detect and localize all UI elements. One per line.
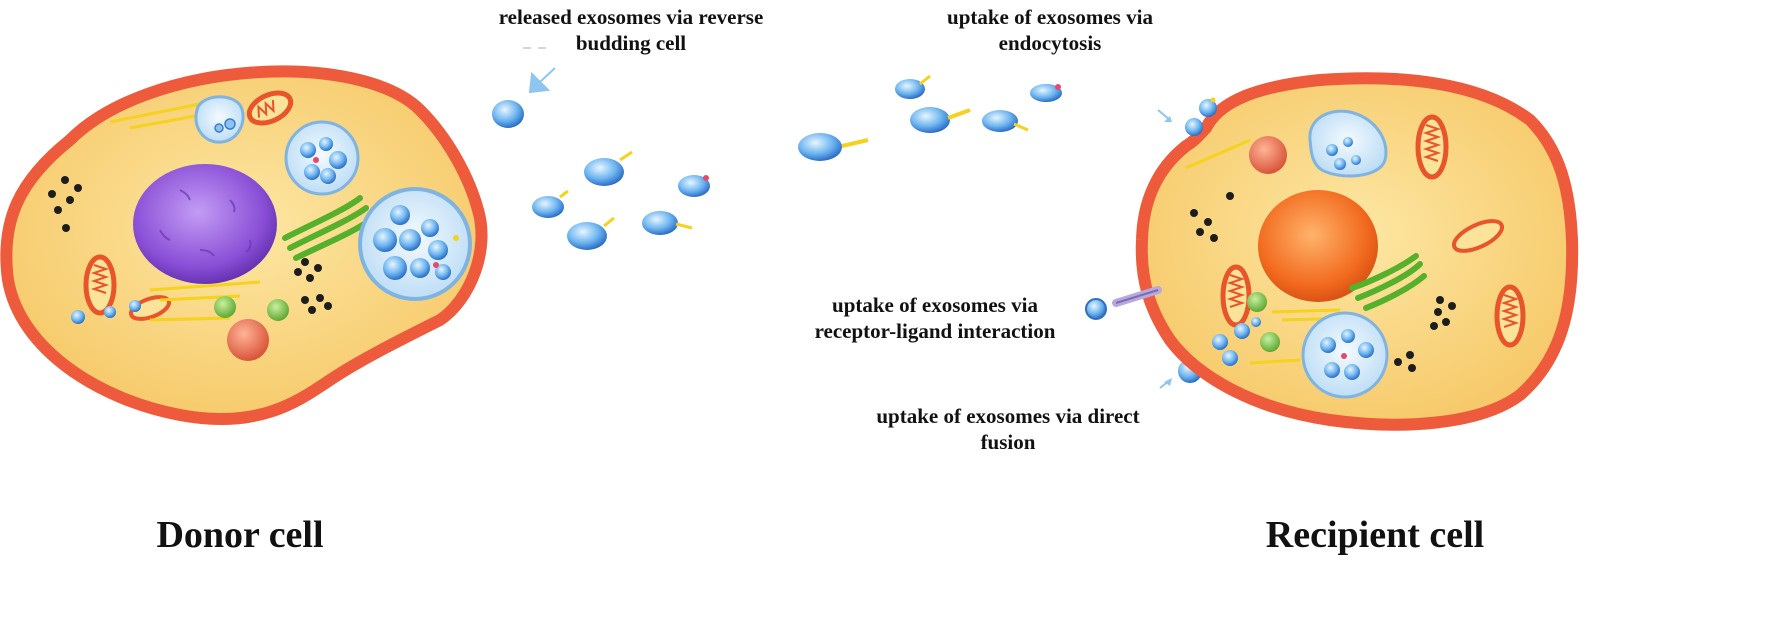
lysosome [267, 299, 289, 321]
exosome [71, 310, 85, 324]
exosome [104, 306, 116, 318]
label-receptor-line2: receptor-ligand interaction [814, 319, 1056, 344]
label-released-line1: released exosomes via reverse [498, 5, 764, 29]
mitochondrion [1415, 114, 1449, 180]
mitochondrion [1220, 264, 1252, 328]
ribosomes [1190, 192, 1456, 396]
label-endocytosis-line1: uptake of exosomes via [947, 5, 1153, 29]
mitochondrion [246, 90, 294, 126]
mitochondrion [83, 254, 117, 316]
label-released-line2: budding cell [575, 31, 687, 56]
mitochondrion [128, 295, 172, 321]
donor-nucleus [133, 164, 277, 284]
peroxisome [1249, 136, 1287, 174]
label-uptake-endocytosis: uptake of exosomes via endocytosis [905, 4, 1195, 57]
uptake-exosomes [798, 74, 1202, 389]
lysosome [1260, 332, 1280, 352]
internalized-exosomes [1212, 317, 1261, 366]
label-fusion-line2: fusion [980, 430, 1036, 455]
label-fusion-line1: uptake of exosomes via direct [876, 404, 1140, 428]
mitochondrion [1494, 284, 1526, 348]
small-vesicle [1308, 109, 1388, 178]
label-endocytosis-line2: endocytosis [998, 31, 1102, 56]
donor-cell-title: Donor cell [156, 514, 324, 556]
ribosomes [48, 176, 332, 314]
mitochondrion [1451, 219, 1505, 253]
small-vesicle [194, 95, 245, 144]
peroxisome [227, 319, 269, 361]
label-uptake-direct-fusion: uptake of exosomes via direct fusion [818, 403, 1198, 456]
released-exosomes [492, 47, 710, 250]
label-uptake-receptor-ligand: uptake of exosomes via receptor-ligand i… [770, 292, 1100, 345]
lysosome [214, 296, 236, 318]
label-receptor-line1: uptake of exosomes via [832, 293, 1038, 317]
golgi-apparatus [1349, 253, 1427, 311]
lysosome [1247, 292, 1267, 312]
release-arrow [528, 67, 556, 94]
exosome [129, 300, 141, 312]
multivesicular-body [284, 120, 360, 196]
multivesicular-body [1301, 311, 1389, 399]
recipient-cell-title: Recipient cell [1265, 514, 1485, 556]
label-released-exosomes: released exosomes via reverse budding ce… [436, 4, 826, 57]
donor-cell [0, 65, 488, 425]
receptor-exosome [1085, 298, 1107, 320]
recipient-nucleus [1258, 190, 1378, 302]
multivesicular-body-fusing [358, 187, 472, 301]
recipient-cell [1112, 72, 1579, 431]
